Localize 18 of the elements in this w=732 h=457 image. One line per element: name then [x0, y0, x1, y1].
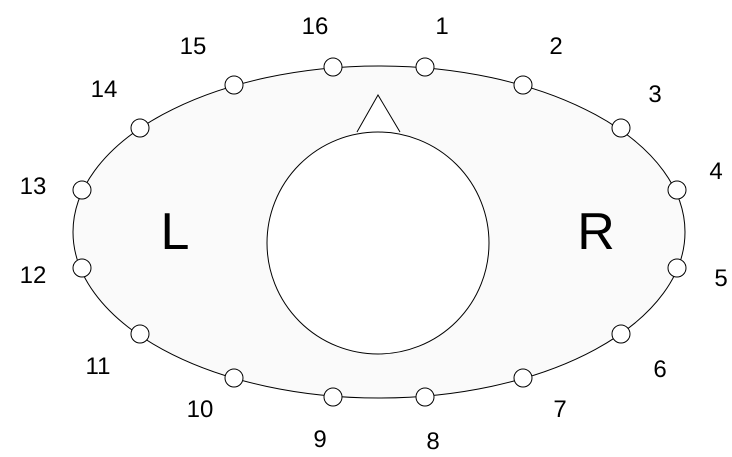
position-number: 16 [302, 15, 328, 39]
position-number: 6 [653, 358, 667, 382]
position-number: 5 [714, 267, 728, 291]
position-number: 14 [90, 78, 118, 102]
position-number: 2 [549, 35, 563, 59]
position-number: 4 [709, 160, 723, 184]
position-number: 13 [20, 175, 46, 199]
position-number: 8 [426, 430, 440, 454]
position-number: 3 [648, 83, 662, 107]
position-number: 10 [186, 398, 214, 422]
position-number: 9 [313, 428, 327, 452]
position-number: 1 [435, 15, 449, 39]
side-label: L [160, 206, 190, 258]
position-number: 15 [180, 35, 206, 59]
position-number: 11 [86, 355, 110, 379]
position-number: 12 [20, 264, 46, 288]
position-number: 7 [553, 398, 567, 422]
side-label: R [577, 206, 615, 258]
